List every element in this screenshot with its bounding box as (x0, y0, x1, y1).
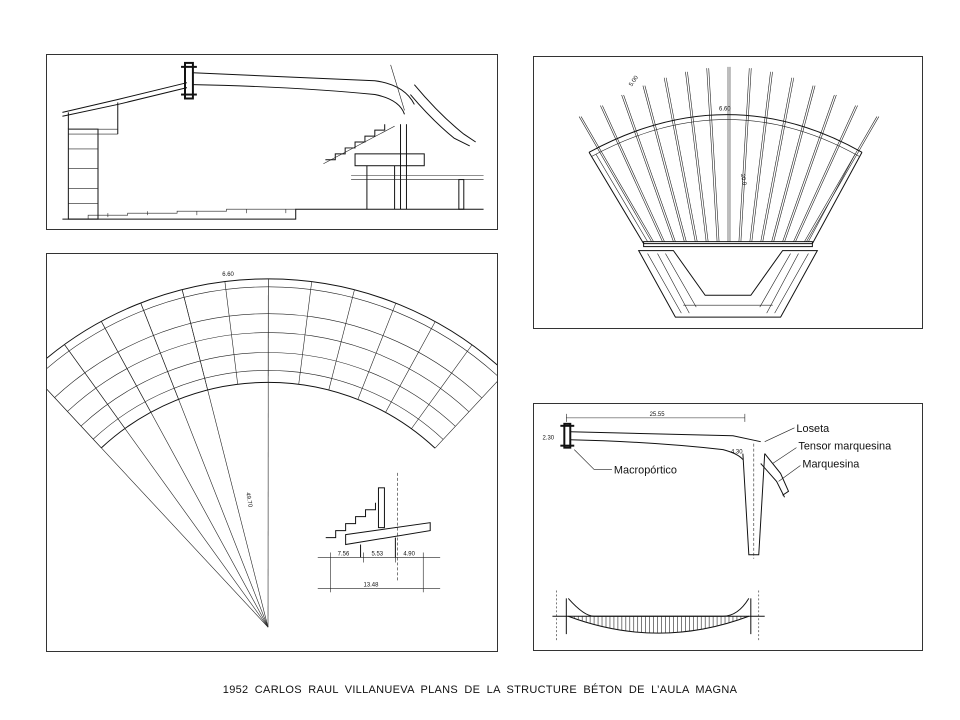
plan-rib (328, 289, 355, 391)
section-drawing (62, 61, 484, 220)
fan-beam (621, 94, 674, 242)
frame-dim-h1: 2.30 (543, 436, 555, 442)
fan-beam (665, 77, 698, 242)
fan-beam (749, 71, 771, 242)
fan-beam (760, 77, 793, 242)
label-loseta: Loseta (796, 423, 830, 435)
plan-radius-line (140, 302, 269, 628)
fan-beam (762, 77, 795, 242)
frame-dim-span: 25.55 (650, 412, 666, 418)
plan-rib (385, 321, 436, 413)
fan-beam (706, 68, 718, 242)
stand-detail: 7.56 5.53 4.90 13.48 (317, 472, 441, 593)
fan-beam (708, 68, 720, 242)
section-drawing-panel (46, 54, 498, 230)
moment-diagram (552, 590, 765, 641)
plan-dim-b: 5.53 (371, 551, 383, 557)
plan-rib (298, 281, 313, 385)
fan-dim-d2: 6.60 (719, 107, 731, 113)
plan-dim-radius: 49.70 (244, 492, 253, 508)
frame-dim-h2: 4.30 (731, 450, 743, 456)
fan-beam (806, 116, 880, 242)
fan-beam (644, 85, 687, 242)
plan-radius-line (181, 289, 269, 628)
fan-beam (804, 116, 878, 242)
plan-dim-c: 4.90 (403, 551, 415, 557)
fan-beam (685, 71, 707, 242)
fan-beam (773, 85, 816, 242)
fan-beam (784, 94, 837, 242)
plan-rib (47, 389, 102, 449)
frame-drawing: 25.55 2.30 4.30 Loseta Tensor marquesina… (543, 412, 892, 641)
fan-beam (580, 116, 654, 242)
fan-drawing-panel: 5.00 6.60 20.0 (533, 56, 923, 329)
fan-drawing: 5.00 6.60 20.0 (578, 66, 880, 318)
plan-rib (357, 303, 397, 400)
figure-caption: 1952 CARLOS RAUL VILLANUEVA PLANS DE LA … (222, 684, 738, 696)
plan-dim-a: 7.56 (338, 551, 350, 557)
frame-drawing-panel: 25.55 2.30 4.30 Loseta Tensor marquesina… (533, 403, 923, 651)
plan-dim-top: 6.60 (222, 272, 234, 278)
fan-beam (600, 105, 663, 242)
fan-beam (782, 94, 835, 242)
fan-beam (740, 68, 752, 242)
fan-beam (771, 85, 814, 242)
label-macroportico: Macropórtico (614, 464, 677, 476)
fan-beam (793, 105, 856, 242)
fan-beam (738, 68, 750, 242)
plan-drawing-panel: 6.60 49.70 7.56 5.53 4.90 13.48 (46, 253, 498, 652)
label-tensor-marquesina: Tensor marquesina (798, 441, 892, 453)
plan-drawing: 6.60 49.70 7.56 5.53 4.90 13.48 (47, 272, 497, 628)
plan-rib (411, 344, 473, 429)
fan-beam (623, 94, 676, 242)
fan-beam (642, 85, 685, 242)
fan-beam (795, 105, 858, 242)
fan-beam (663, 77, 696, 242)
plan-dim-total: 13.48 (364, 582, 380, 588)
plan-rib (434, 381, 497, 449)
fan-dim-d3: 20.0 (739, 173, 747, 186)
plan-radius-line (64, 344, 269, 628)
fan-dim-d1: 5.00 (628, 74, 640, 87)
fan-beam (687, 71, 709, 242)
fan-beam (578, 116, 652, 242)
label-marquesina: Marquesina (802, 458, 860, 470)
plan-rib (224, 281, 238, 385)
plan-radius-line (47, 389, 269, 628)
fan-beam (602, 105, 665, 242)
plan-radius-line (101, 321, 269, 628)
fan-beam (751, 71, 773, 242)
